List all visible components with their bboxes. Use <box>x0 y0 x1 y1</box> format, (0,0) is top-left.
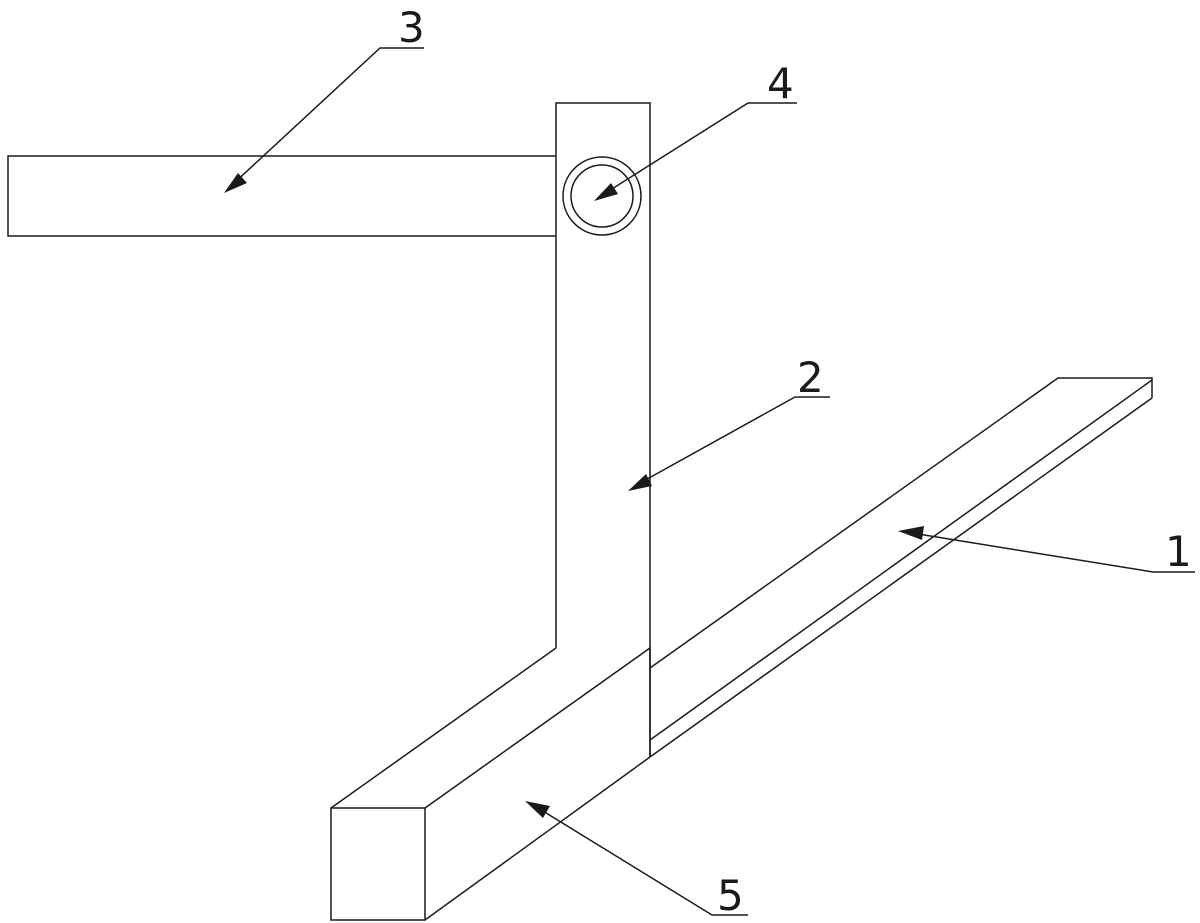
callout-1-number: 1 <box>1165 527 1192 576</box>
part-4-pivot <box>562 156 642 236</box>
callout-4: 4 <box>594 59 797 201</box>
callout-4-number: 4 <box>767 59 794 108</box>
part-5-base-block <box>330 646 651 921</box>
callout-5-number: 5 <box>717 871 744 920</box>
callout-1: 1 <box>898 526 1195 576</box>
callout-2: 2 <box>628 353 830 491</box>
callout-5: 5 <box>525 801 748 920</box>
part-2-vertical-post <box>555 102 651 757</box>
callout-2-number: 2 <box>797 353 824 402</box>
callout-3: 3 <box>224 3 425 193</box>
callout-3-number: 3 <box>398 3 425 52</box>
part-1-sloped-bar <box>649 377 1153 758</box>
part-3-horizontal-arm <box>7 155 556 237</box>
